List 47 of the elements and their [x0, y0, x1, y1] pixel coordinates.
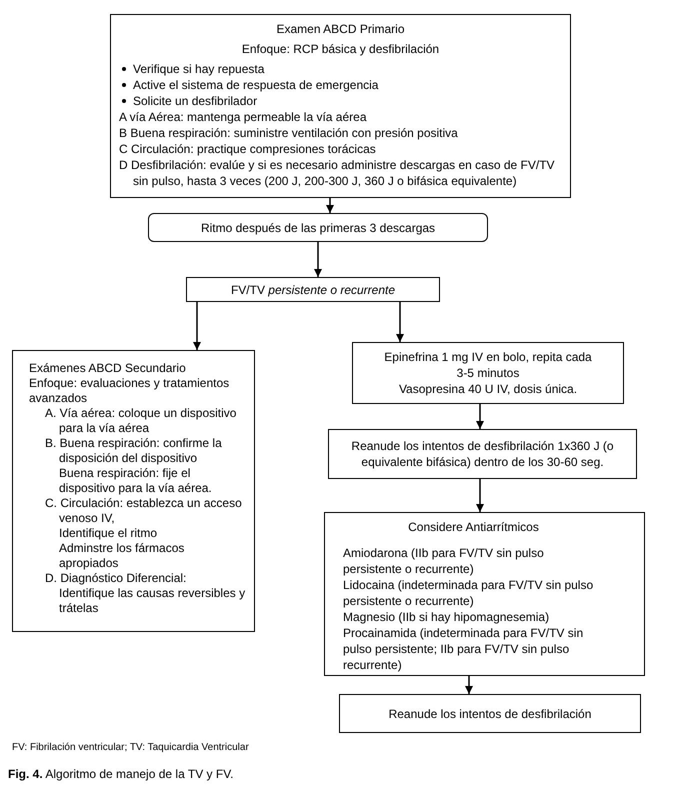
node-text: C. Circulación: establezca un acceso venoso IV, [44, 496, 243, 526]
condition-box [186, 277, 440, 302]
node-text: B Buena respiración: suministre ventilación con presión positiva [119, 125, 459, 141]
node-text: Magnesio (IIb si hay hipomagnesemia) [343, 609, 550, 625]
node-text: D. Diagnóstico Diferencial: [44, 571, 188, 586]
node-text: Solicite un desfibrilador [119, 93, 562, 109]
process-box [328, 429, 637, 479]
arrow [326, 198, 334, 213]
node-text: B. Buena respiración: confirme la disposición del dispositivo [44, 436, 223, 466]
node-text: Examen ABCD Primario [275, 21, 406, 37]
node-text: Ritmo después de las primeras 3 descargas [200, 220, 436, 236]
arrow [476, 404, 484, 429]
arrow [193, 302, 201, 350]
node-text: Identifique las causas reversibles y trátelas [58, 586, 246, 616]
node-text: D Desfibrilación: evalúe y si es necesario administre descargas en caso de FV/TV sin pulso, hasta 3 veces (200 J, 200-300 J, 360 J o bifásica equivalente) [119, 157, 556, 189]
node-text: Reanude los intentos de desfibrilación 1x360 J (o equivalente bifásica) dentro de los 30-60 seg. [350, 438, 615, 470]
node-text: Procainamida (indeterminada para FV/TV sin pulso persistente; IIb para FV/TV sin pulso recurrente) [343, 625, 584, 673]
node-text: Lidocaina (indeterminada para FV/TV sin pulso persistente o recurrente) [343, 577, 594, 609]
node-text: Considere Antiarrítmicos [407, 519, 540, 535]
process-box [352, 342, 624, 404]
process-box [110, 14, 571, 198]
node-text: A vía Aérea: mantenga permeable la vía aérea [119, 109, 368, 125]
arrow [465, 676, 473, 694]
arrow [396, 302, 404, 342]
node-text: Vasopresina 40 U IV, dosis única. [398, 381, 578, 397]
node-text: Buena respiración: fije el dispositivo para la vía aérea. [58, 466, 213, 496]
rhythm-box [148, 213, 488, 242]
node-text: Exámenes ABCD Secundario [29, 361, 187, 376]
node-text: Identifique el ritmo [58, 526, 158, 541]
node-text: Amiodarona (IIb para FV/TV sin pulso persistente o recurrente) [343, 545, 545, 577]
node-text: Epinefrina 1 mg IV en bolo, repita cada 3-5 minutos [383, 349, 593, 381]
node-text: C Circulación: practique compresiones torácicas [119, 141, 377, 157]
arrow [314, 242, 322, 277]
node-text: Active el sistema de respuesta de emergencia [119, 77, 562, 93]
footnote: FV: Fibrilación ventricular; TV: Taquicardia Ventricular [12, 741, 249, 755]
node-text: Verifique si hay repuesta [119, 61, 562, 77]
node-text: A. Vía aérea: coloque un dispositivo para la vía aérea [44, 406, 238, 436]
node-text: Adminstre los fármacos apropiados [58, 541, 186, 571]
process-box [339, 694, 641, 733]
process-box [12, 350, 255, 632]
node-text: Enfoque: RCP básica y desfibrilación [240, 41, 440, 57]
arrow [476, 479, 484, 512]
caption: Fig. 4. Algoritmo de manejo de la TV y FV. [8, 766, 234, 783]
process-box [324, 512, 645, 676]
node-text: FV/TV persistente o recurrente [230, 282, 396, 298]
node-text: Reanude los intentos de desfibrilación [388, 706, 592, 722]
node-text: Enfoque: evaluaciones y tratamientos avanzados [29, 376, 230, 406]
